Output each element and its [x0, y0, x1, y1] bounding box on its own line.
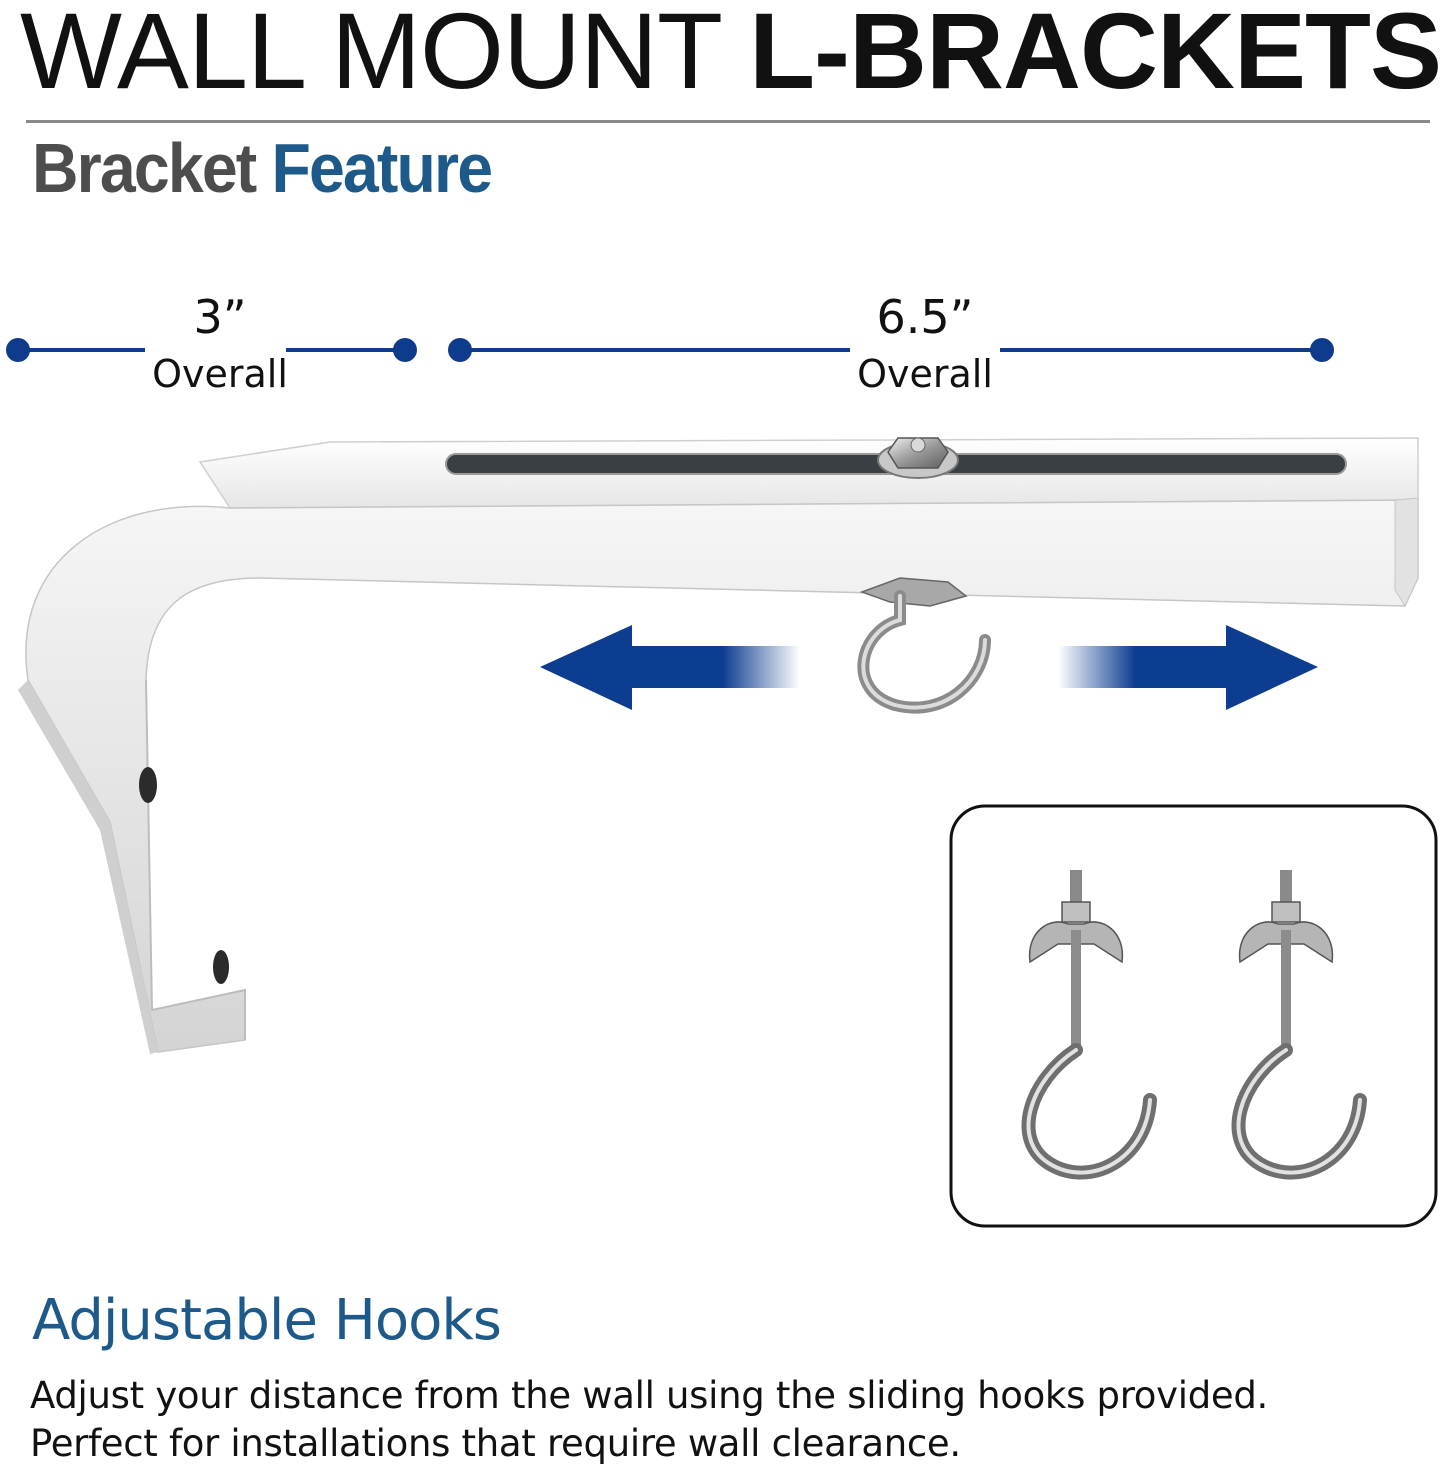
- subtitle: Bracket Feature: [32, 128, 493, 208]
- dimension-short-value: 3”: [193, 290, 247, 344]
- dimension-long-value: 6.5”: [876, 290, 974, 344]
- dimension-endpoint: [393, 338, 417, 362]
- header-divider: [26, 120, 1430, 123]
- feature-description-line-1: Adjust your distance from the wall using…: [30, 1374, 1268, 1417]
- dimension-endpoint: [1310, 338, 1334, 362]
- dimension-long-line: [448, 338, 1334, 362]
- hook-bolt-image: [1021, 870, 1157, 1180]
- right-arrow-icon: [1058, 625, 1318, 710]
- feature-title: Adjustable Hooks: [32, 1288, 502, 1353]
- subtitle-part-2: Feature: [271, 129, 493, 207]
- dimension-long-label: Overall: [857, 352, 993, 396]
- dimension-short-line: [6, 338, 417, 362]
- hook-icon: [857, 577, 991, 714]
- subtitle-part-1: Bracket: [32, 129, 272, 207]
- feature-description-line-2: Perfect for installations that require w…: [30, 1422, 961, 1465]
- left-arrow-icon: [540, 625, 800, 710]
- hooks-inset-box: [949, 804, 1438, 1228]
- hook-bolt-image: [1231, 870, 1367, 1180]
- dimension-short-label: Overall: [152, 352, 288, 396]
- page-title: WALL MOUNT L-BRACKETS: [20, 0, 1442, 107]
- title-bold: L-BRACKETS: [749, 0, 1442, 111]
- dimension-endpoint: [448, 338, 472, 362]
- l-bracket-image: [18, 437, 1419, 1054]
- title-light: WALL MOUNT: [20, 0, 750, 111]
- dimension-endpoint: [6, 338, 30, 362]
